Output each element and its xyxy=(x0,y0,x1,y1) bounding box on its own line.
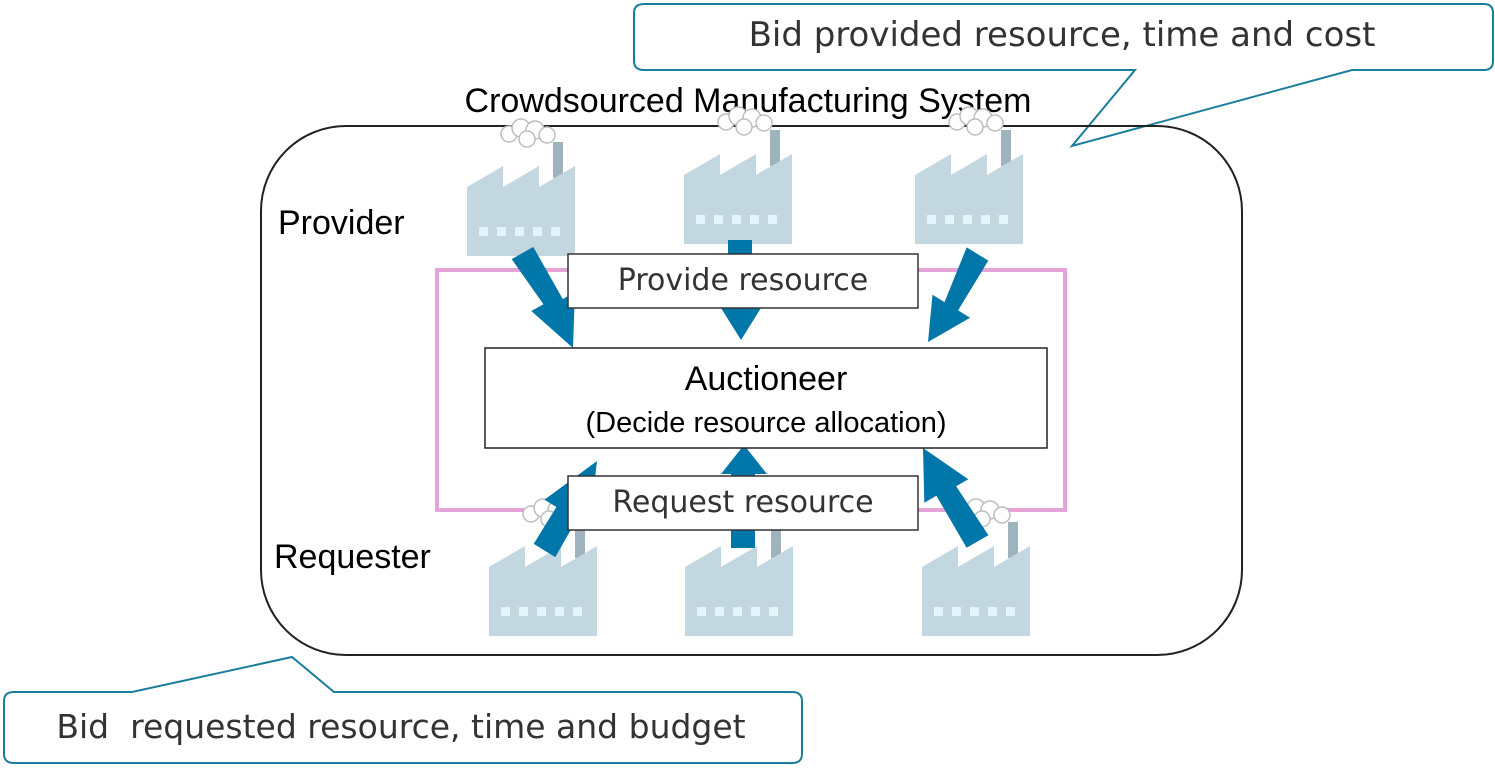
request-resource-box xyxy=(567,475,919,531)
provider-bid-callout-text: Bid provided resource, time and cost xyxy=(749,15,1376,55)
requester-bid-callout-shape xyxy=(3,655,803,764)
auctioneer-box xyxy=(484,347,1048,449)
requester-bid-callout-text: Bid requested resource, time and budget xyxy=(56,707,745,746)
requester-label: Requester xyxy=(274,538,431,576)
provide-resource-box xyxy=(567,253,919,309)
provide-resource-label: Provide resource xyxy=(618,263,868,298)
provider-bid-callout-shape xyxy=(633,3,1494,148)
requester-arrow-2 xyxy=(721,445,767,474)
requester-arrow-3 xyxy=(923,448,989,548)
provider-factory-icon-3 xyxy=(914,106,1024,245)
request-resource-label: Request resource xyxy=(612,485,873,520)
provider-factory-icon-2 xyxy=(683,106,793,245)
auctioneer-subtitle: (Decide resource allocation) xyxy=(585,407,946,439)
auctioneer-title: Auctioneer xyxy=(685,360,848,398)
provider-arrow-2 xyxy=(721,308,761,340)
provider-arrow-1 xyxy=(511,246,575,348)
provider-factory-icon-1 xyxy=(466,118,576,257)
provider-label: Provider xyxy=(278,204,405,242)
provider-arrow-3 xyxy=(928,247,989,342)
